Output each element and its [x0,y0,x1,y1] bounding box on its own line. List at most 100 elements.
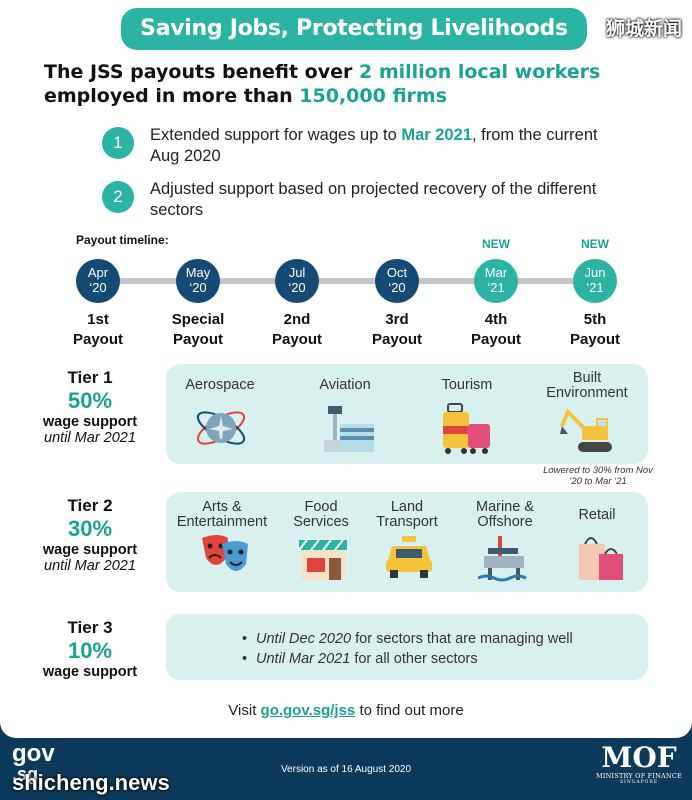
tier-3-bullet-1: Until Dec 2020 for sectors that are mana… [242,629,573,649]
point-1-post: , from the current Aug 2020 [150,126,598,165]
storefront-icon [298,539,347,580]
headline: The JSS payouts benefit over 2 million l… [44,60,664,108]
node-year: ‘20 [388,280,406,295]
tier-3-name: Tier 3 [67,618,113,637]
node-year: ‘20 [288,280,306,295]
label-payout: Payout [271,331,322,348]
node-month: May [185,265,211,280]
headline-firms: 150,000 firms [299,85,448,107]
timeline-node-3: Jul‘20 [275,259,319,303]
label-ordinal: 2nd [283,311,311,328]
timeline-node-2: May‘20 [176,259,220,303]
label-payout: Payout [470,331,521,348]
bullet-emphasis: Until Mar 2021 [256,651,351,667]
tier-3-support: wage support [42,664,138,680]
sector-retail: Retail [578,507,616,523]
label-payout: Payout [371,331,422,348]
mof-logo-big: MOF [601,741,677,774]
shopping-bags-icon [579,537,623,580]
sector-aerospace: Aerospace [185,377,255,393]
node-month: Jun [584,265,606,280]
node-year: ‘20 [89,280,107,295]
sector-marine-offshore: Marine & Offshore [475,499,535,530]
bullet-emphasis: Until Dec 2020 [256,631,352,647]
label-ordinal: Special [171,311,225,328]
excavator-icon [560,408,612,452]
tier-1-note: Lowered to 30% from Nov ‘20 to Mar ‘21 [543,465,653,487]
bullet-rest: for all other sectors [350,651,478,667]
sector-arts-entertainment: Arts & Entertainment [176,499,268,530]
visit-pre: Visit [228,702,261,719]
node-year: ‘21 [487,280,505,295]
headline-part-1: The JSS payouts benefit over [44,61,359,83]
sector-food-services: Food Services [293,499,349,530]
node-month: Apr [87,265,109,280]
tier-1-percent: 50% [67,388,113,413]
headline-workers: 2 million local workers [358,61,601,83]
timeline-line [96,278,596,284]
timeline-title: Payout timeline: [76,233,169,247]
watermark-cn: 狮城新闻 [605,19,682,40]
point-1-highlight: Mar 2021 [401,126,472,144]
gov-logo-text: gov [12,740,55,767]
node-month: Mar [484,265,508,280]
sector-tourism: Tourism [441,377,493,393]
timeline-node-5: Mar‘21 [474,259,518,303]
tier-2-percent: 30% [67,516,113,541]
tier-1-until: until Mar 2021 [44,430,136,446]
point-1-text: Extended support for wages up to Mar 202… [150,125,620,167]
watermark-site: shicheng.news [12,770,170,795]
point-1-pre: Extended support for wages up to [150,126,402,144]
mof-logo: MOF MINISTRY OF FINANCE SINGAPORE [594,741,684,786]
gov-sg-logo: gov.sg [12,742,55,785]
banner-title: Saving Jobs, Protecting Livelihoods [121,8,587,50]
timeline-node-6: Jun‘21 [573,259,617,303]
point-1-number: 1 [102,127,134,159]
tier-2-summary: Tier 2 30% wage support until Mar 2021 [20,496,160,574]
version-note: Version as of 16 August 2020 [280,764,412,775]
label-ordinal: 5th [583,311,607,328]
timeline-node-1: Apr‘20 [76,259,120,303]
sector-aviation: Aviation [319,377,371,393]
mof-logo-small: MINISTRY OF FINANCE [596,772,682,780]
sector-built-environment: Built Environment [546,370,628,401]
taxi-icon [386,536,432,578]
label-ordinal: 4th [484,311,508,328]
aerospace-icon [196,411,246,445]
visit-post: to find out more [355,702,464,719]
node-month: Jul [288,265,306,280]
label-ordinal: 1st [87,311,109,328]
timeline-new-badge-4: NEW [482,237,510,251]
node-year: ‘21 [586,280,604,295]
sector-land-transport: Land Transport [376,499,438,530]
jss-link[interactable]: go.gov.sg/jss [260,702,356,719]
label-payout: Payout [72,331,123,348]
headline-part-2: employed in more than [44,85,300,107]
tier-2-support: wage support [42,542,138,558]
label-ordinal: 3rd [385,311,409,328]
label-payout: Payout [172,331,223,348]
tier-1-support: wage support [42,414,138,430]
node-month: Oct [386,265,408,280]
point-2-text: Adjusted support based on projected reco… [150,180,597,219]
timeline-new-badge-5: NEW [581,237,609,251]
tier-2-until: until Mar 2021 [44,558,136,574]
tier-3-percent: 10% [67,638,113,663]
node-year: ‘20 [189,280,207,295]
control-tower-icon [324,406,374,452]
label-payout: Payout [569,331,620,348]
visit-line: Visit go.gov.sg/jss to find out more [0,702,692,719]
oil-rig-icon [478,536,527,582]
timeline-node-4: Oct‘20 [375,259,419,303]
gov-logo-sub: .sg [12,764,39,784]
theatre-masks-icon [202,535,248,571]
tier-3-bullet-2: Until Mar 2021 for all other sectors [242,649,573,669]
tier-1-summary: Tier 1 50% wage support until Mar 2021 [20,368,160,446]
tier-1-name: Tier 1 [67,368,113,387]
